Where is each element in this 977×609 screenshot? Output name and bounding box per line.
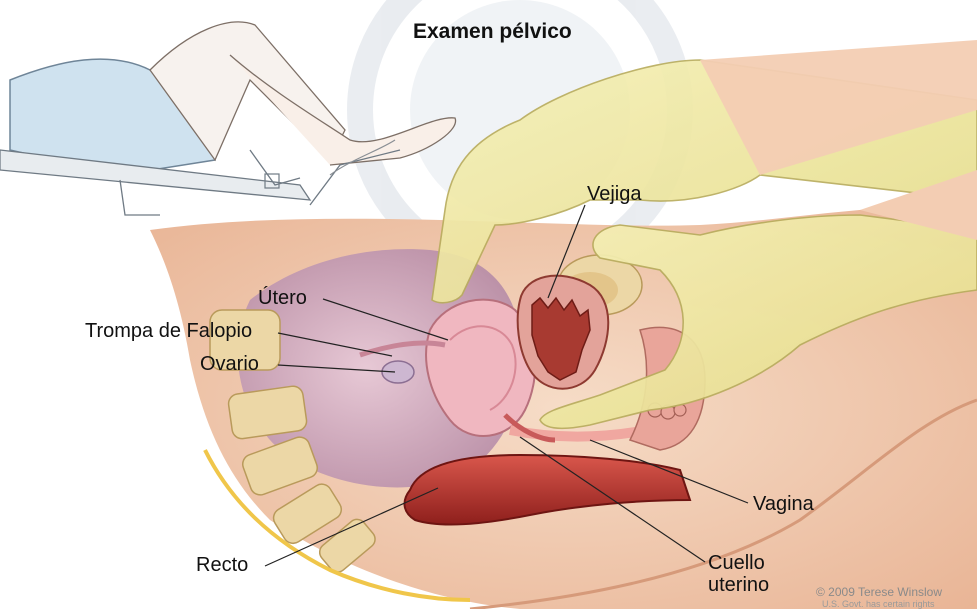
bladder	[518, 276, 609, 389]
label-cuello-line1: Cuello	[708, 552, 765, 574]
copyright-line1: © 2009 Terese Winslow	[816, 585, 942, 599]
label-vagina: Vagina	[753, 493, 815, 515]
label-ovario: Ovario	[200, 353, 259, 375]
label-utero: Útero	[258, 286, 307, 309]
copyright-line2: U.S. Govt. has certain rights	[822, 599, 935, 609]
label-vejiga: Vejiga	[587, 183, 642, 205]
diagram-title: Examen pélvico	[413, 20, 572, 43]
label-cuello-line2: uterino	[708, 574, 769, 596]
label-recto: Recto	[196, 554, 248, 576]
label-trompa: Trompa de Falopio	[85, 320, 252, 342]
